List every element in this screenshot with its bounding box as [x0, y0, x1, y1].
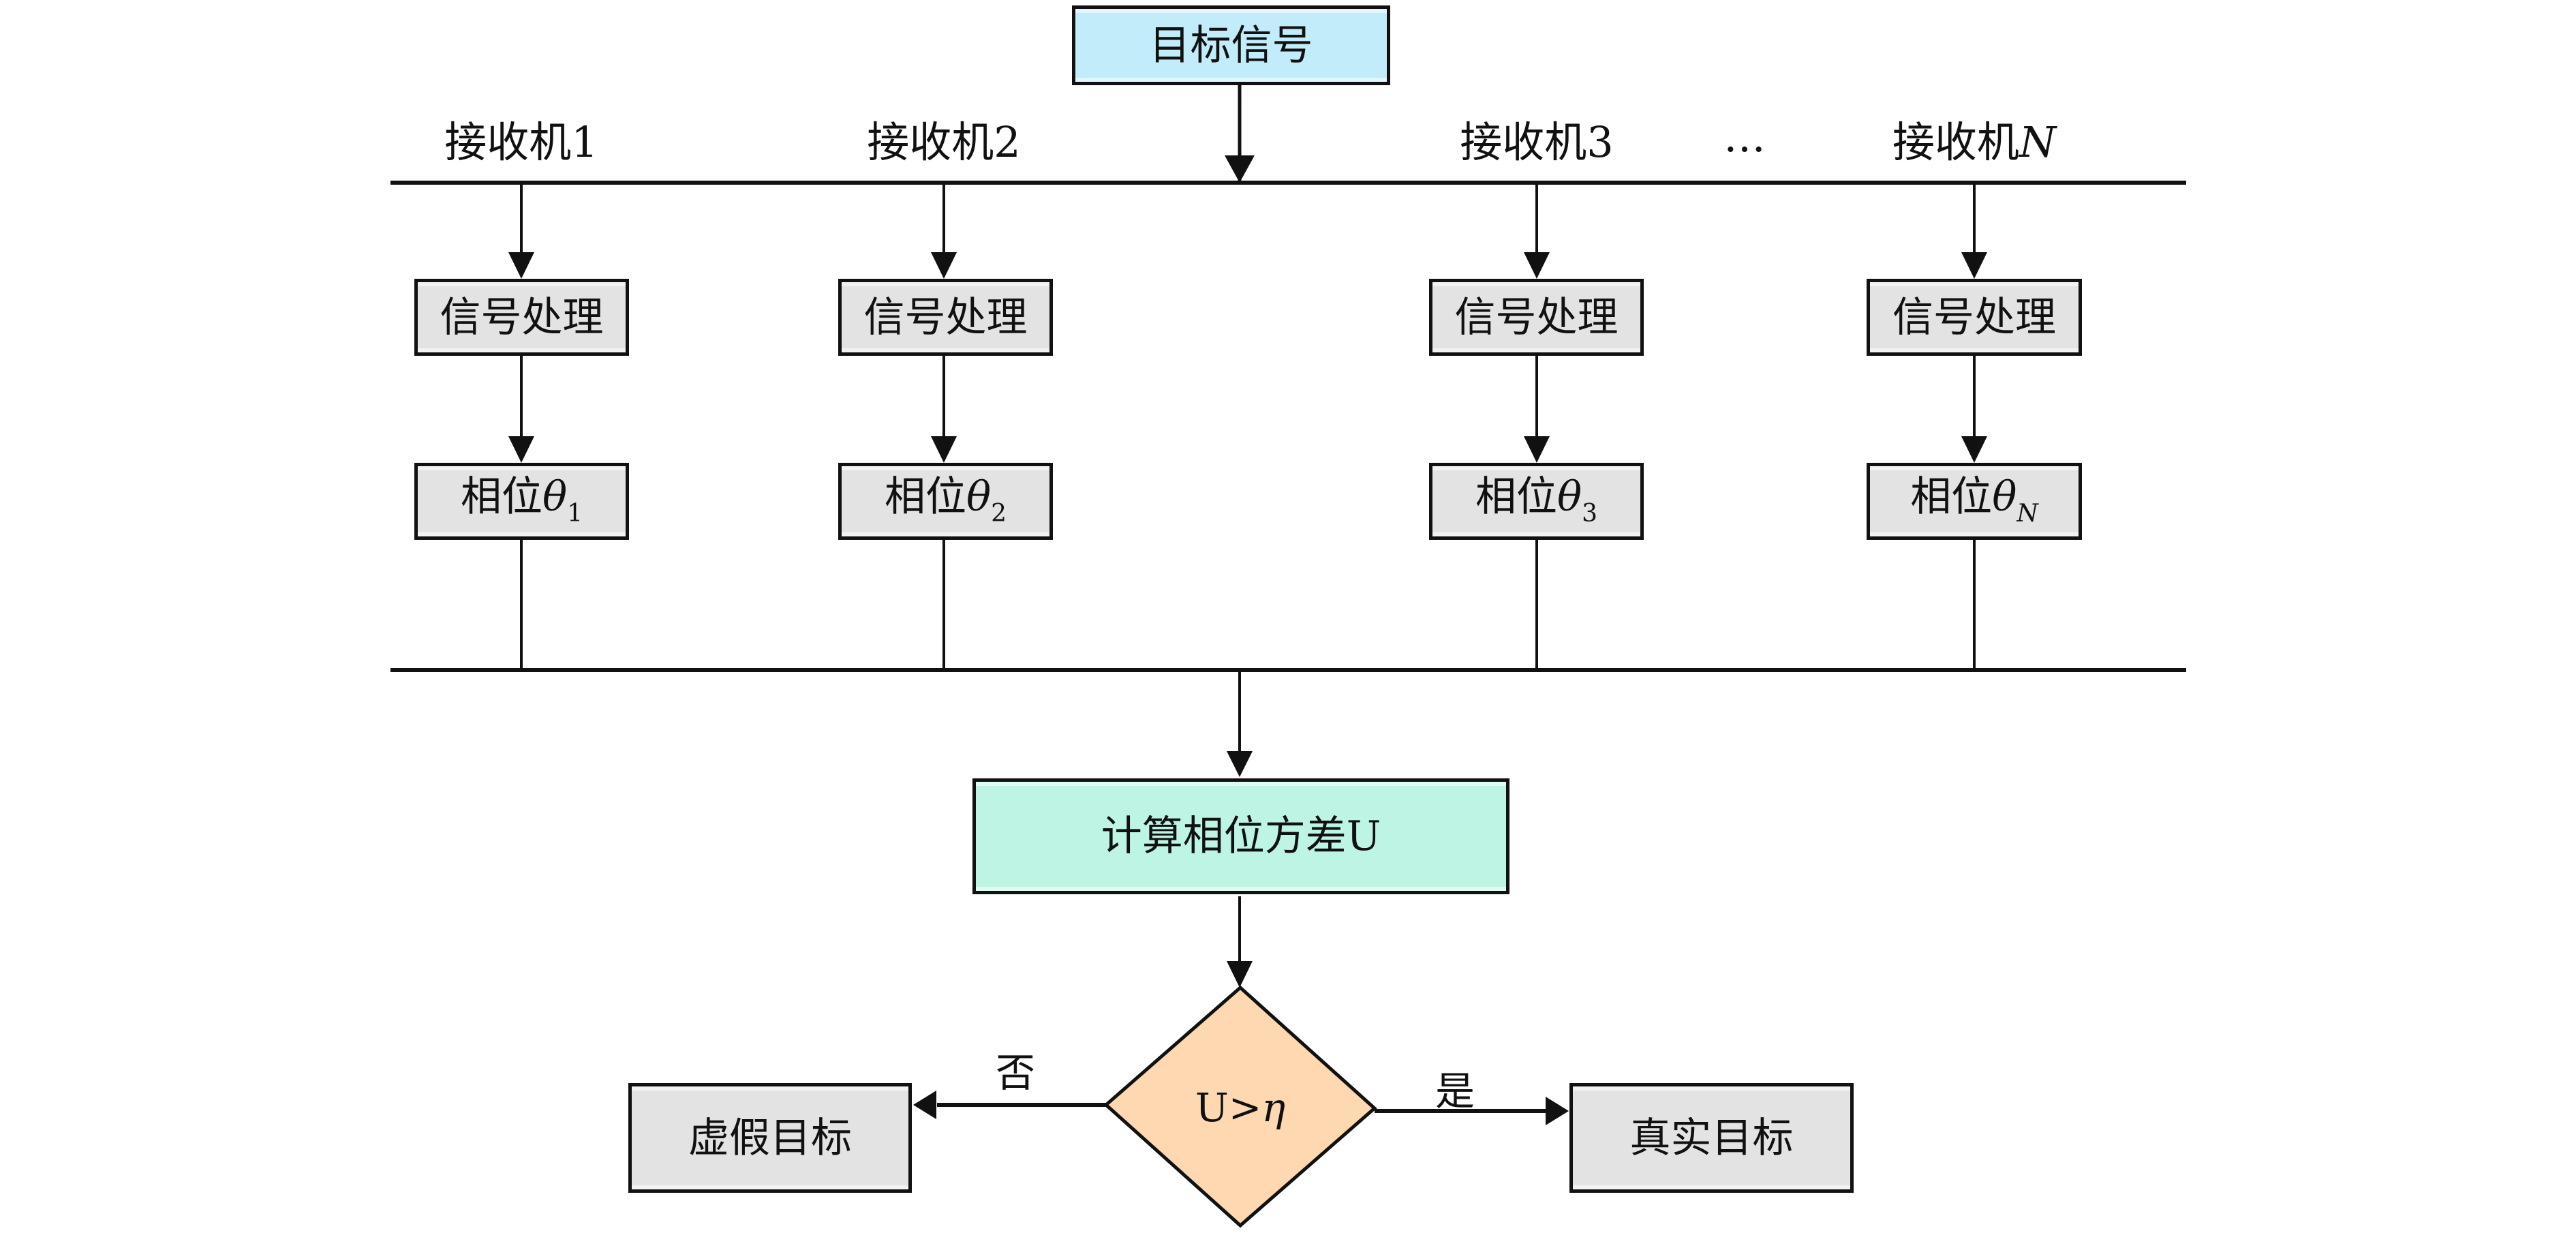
- phase-box: 相位θN: [1867, 463, 2082, 540]
- processing-arrowhead: [931, 252, 957, 279]
- processing-arrowhead: [508, 252, 534, 279]
- phase-arrowhead: [1524, 436, 1550, 463]
- signal-processing-box: 信号处理: [1429, 279, 1644, 356]
- true-target-box: 真实目标: [1569, 1083, 1854, 1193]
- receiver-label: 接收机1: [444, 117, 598, 167]
- signal-processing-box: 信号处理: [1867, 279, 2082, 356]
- yes-branch-label: 是: [1435, 1068, 1475, 1114]
- phase-box: 相位θ3: [1429, 463, 1644, 540]
- target-signal-box: 目标信号: [1072, 5, 1390, 85]
- processing-arrowhead: [1524, 252, 1550, 279]
- source-arrowhead: [1225, 155, 1255, 183]
- processing-arrowhead: [1961, 252, 1987, 279]
- ellipsis: …: [1723, 112, 1766, 162]
- receiver-label: 接收机N: [1892, 117, 2057, 167]
- compute-label: 计算相位方差U: [1101, 812, 1381, 860]
- false-target-box: 虚假目标: [628, 1083, 912, 1193]
- target-signal-label: 目标信号: [1149, 21, 1313, 70]
- decision-arrowhead: [1227, 961, 1253, 988]
- phase-box: 相位θ1: [414, 463, 629, 540]
- compute-arrowhead: [1227, 751, 1253, 777]
- no-branch-label: 否: [995, 1050, 1036, 1096]
- phase-arrowhead: [931, 436, 957, 463]
- compute-phase-variance-box: 计算相位方差U: [972, 778, 1509, 894]
- signal-processing-box: 信号处理: [838, 279, 1053, 356]
- receiver-label: 接收机2: [867, 117, 1021, 167]
- decision-condition: U>η: [1195, 1084, 1286, 1131]
- receiver-label: 接收机3: [1460, 117, 1614, 167]
- phase-arrowhead: [508, 436, 534, 463]
- phase-arrowhead: [1961, 436, 1987, 463]
- no-branch-arrowhead: [913, 1091, 936, 1119]
- yes-branch-arrowhead: [1546, 1097, 1569, 1125]
- signal-processing-box: 信号处理: [414, 279, 629, 356]
- phase-box: 相位θ2: [838, 463, 1053, 540]
- decision-diamond: [1103, 985, 1377, 1228]
